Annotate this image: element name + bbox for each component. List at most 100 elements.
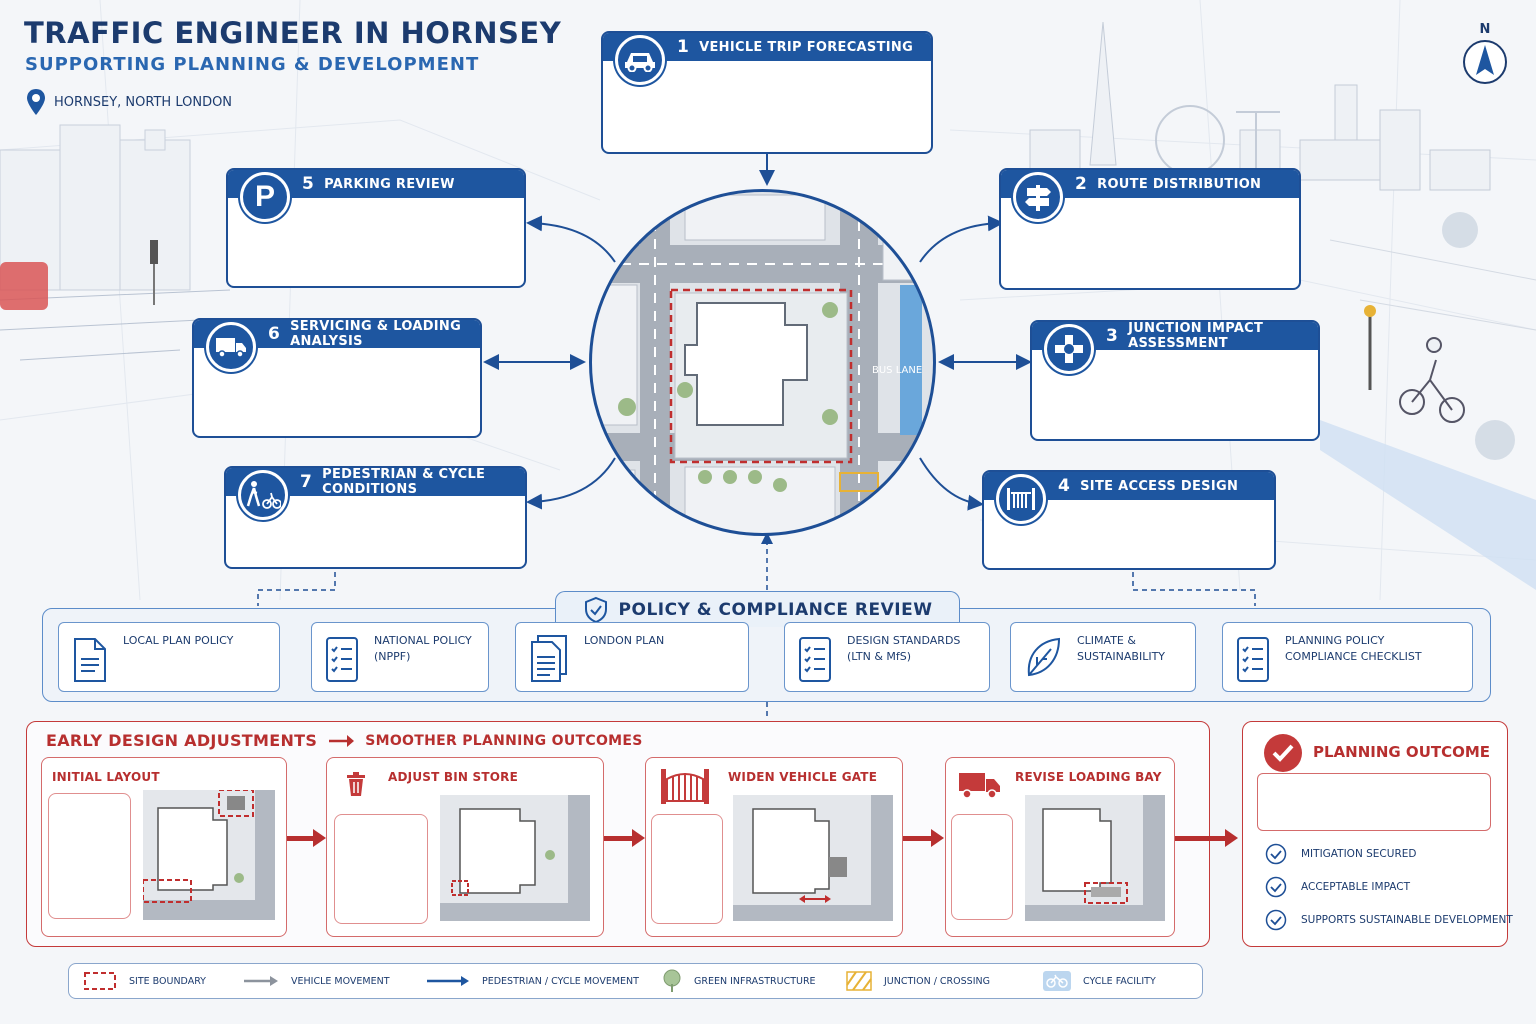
junction-icon xyxy=(1044,324,1094,374)
bin-icon xyxy=(347,772,365,796)
outcome-item-label: ACCEPTABLE IMPACT xyxy=(1301,881,1410,893)
stage-label: WIDEN VEHICLE GATE xyxy=(728,770,878,784)
dashed-red-box xyxy=(84,972,116,990)
early-design-heading: EARLY DESIGN ADJUSTMENTS SMOOTHER PLANNI… xyxy=(46,731,643,750)
stage-site-plan xyxy=(733,795,893,921)
document-icon xyxy=(74,638,106,682)
policy-item-national: NATIONAL POLICY (NPPF) xyxy=(311,622,489,692)
policy-item-line2: SUSTAINABILITY xyxy=(1077,650,1166,663)
legend-item: CYCLE FACILITY xyxy=(1043,969,1156,993)
checklist-icon xyxy=(326,637,358,682)
gate-icon xyxy=(996,474,1046,524)
legend-label: SITE BOUNDARY xyxy=(129,975,206,987)
parking-icon: P xyxy=(240,172,290,222)
outcome-text-panel xyxy=(1257,773,1491,831)
legend-item: PEDESTRIAN / CYCLE MOVEMENT xyxy=(426,969,639,993)
leaf-icon xyxy=(1027,637,1061,677)
policy-item-line1: PLANNING POLICY xyxy=(1285,634,1385,647)
step-card-1: 1 VEHICLE TRIP FORECASTING xyxy=(601,31,933,154)
outcome-title: PLANNING OUTCOME xyxy=(1313,743,1491,761)
step-label: PEDESTRIAN & CYCLE CONDITIONS xyxy=(322,467,486,497)
outcome-item-label: MITIGATION SECURED xyxy=(1301,848,1417,860)
step-number: 5 xyxy=(302,174,315,194)
legend-item: SITE BOUNDARY xyxy=(83,969,206,993)
legend-label: CYCLE FACILITY xyxy=(1083,975,1156,987)
stage-site-plan xyxy=(143,790,275,920)
checklist-icon xyxy=(1237,637,1269,682)
signpost-icon xyxy=(1013,172,1063,222)
step-label: PARKING REVIEW xyxy=(324,176,455,192)
legend-item: JUNCTION / CROSSING xyxy=(846,969,990,993)
policy-item-line1: DESIGN STANDARDS xyxy=(847,634,961,647)
legend-label: VEHICLE MOVEMENT xyxy=(291,975,390,987)
central-site-map: BUS LANE xyxy=(589,189,936,536)
step-card-5: 5 PARKING REVIEW P xyxy=(226,168,526,288)
step-number: 1 xyxy=(677,37,690,57)
stage-text-panel xyxy=(951,814,1013,920)
location-text: HORNSEY, NORTH LONDON xyxy=(54,94,233,110)
check-icon xyxy=(1265,909,1287,931)
checklist-icon xyxy=(799,637,831,682)
step-number: 2 xyxy=(1075,174,1088,194)
bicycle-icon xyxy=(1043,971,1071,991)
policy-item-line2: (LTN & MfS) xyxy=(847,650,912,663)
stage-label: INITIAL LAYOUT xyxy=(52,770,160,784)
stage-site-plan xyxy=(440,795,590,921)
blue-arrow xyxy=(427,976,469,986)
legend-label: GREEN INFRASTRUCTURE xyxy=(694,975,816,987)
policy-item-climate: CLIMATE & SUSTAINABILITY xyxy=(1010,622,1196,692)
stage-label: ADJUST BIN STORE xyxy=(388,770,518,784)
legend-label: PEDESTRIAN / CYCLE MOVEMENT xyxy=(482,975,639,987)
pedestrian-cycle-icon xyxy=(238,470,288,520)
car-icon xyxy=(615,35,665,85)
policy-item-checklist: PLANNING POLICY COMPLIANCE CHECKLIST xyxy=(1222,622,1473,692)
step-label: VEHICLE TRIP FORECASTING xyxy=(699,39,914,55)
stage-text-panel xyxy=(48,793,131,919)
legend-item: GREEN INFRASTRUCTURE xyxy=(662,969,816,993)
cycle-lane xyxy=(900,285,922,435)
step-number: 4 xyxy=(1058,476,1071,496)
check-circle-icon xyxy=(1264,734,1302,772)
policy-title: POLICY & COMPLIANCE REVIEW xyxy=(618,599,933,620)
step-label: SERVICING & LOADING ANALYSIS xyxy=(290,319,462,349)
outcome-item-label: SUPPORTS SUSTAINABLE DEVELOPMENT xyxy=(1301,914,1513,926)
legend-label: JUNCTION / CROSSING xyxy=(884,975,990,987)
check-icon xyxy=(1265,876,1287,898)
north-label: N xyxy=(1479,22,1491,37)
policy-item-line2: (NPPF) xyxy=(374,650,411,663)
truck-icon xyxy=(206,322,256,372)
policy-item-local-plan: LOCAL PLAN POLICY xyxy=(58,622,280,692)
step-number: 6 xyxy=(268,324,281,344)
document-stack-icon xyxy=(531,635,567,682)
location-label: HORNSEY, NORTH LONDON xyxy=(26,88,232,116)
outcome-item: SUPPORTS SUSTAINABLE DEVELOPMENT xyxy=(1265,909,1513,931)
grey-arrow xyxy=(244,976,278,986)
policy-item-line1: CLIMATE & xyxy=(1077,634,1136,647)
map-pin-icon xyxy=(27,89,45,115)
outcome-item: ACCEPTABLE IMPACT xyxy=(1265,876,1410,898)
tree-icon xyxy=(663,969,681,992)
early-design-title: EARLY DESIGN ADJUSTMENTS xyxy=(46,731,318,750)
policy-heading: POLICY & COMPLIANCE REVIEW xyxy=(555,591,960,627)
compass-icon xyxy=(1463,40,1507,84)
stage-text-panel xyxy=(334,814,428,924)
outcome-item: MITIGATION SECURED xyxy=(1265,843,1416,865)
hatched-box xyxy=(846,971,872,991)
policy-item-line2: COMPLIANCE CHECKLIST xyxy=(1285,650,1422,663)
check-icon xyxy=(1265,843,1287,865)
stage-text-panel xyxy=(651,814,723,924)
stage-site-plan xyxy=(1025,795,1165,921)
stage-label: REVISE LOADING BAY xyxy=(1015,770,1162,784)
gate-icon xyxy=(661,769,709,804)
shield-check-icon xyxy=(584,596,607,623)
bus-illustration xyxy=(0,262,48,310)
step-number: 3 xyxy=(1106,326,1119,346)
truck-icon xyxy=(959,773,1000,799)
policy-item-line1: NATIONAL POLICY xyxy=(374,634,472,647)
